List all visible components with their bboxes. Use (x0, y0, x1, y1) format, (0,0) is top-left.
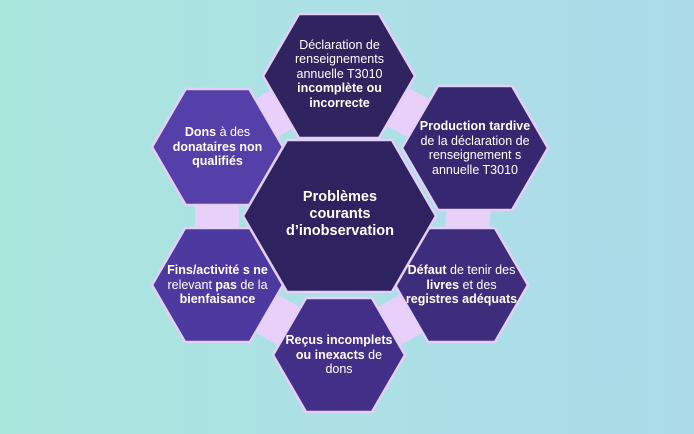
label-segment: Dons (184, 125, 217, 140)
label-segment: Déclaration de renseignements annuelle T… (295, 37, 384, 81)
hexagon-label-production: Production tardive de la déclaration de … (415, 100, 535, 196)
hexagon-label-recus: Reçus incomplets ou inexacts de dons (283, 310, 395, 400)
hexagon-label-fins: Fins/activité s ne relevant pas de la bi… (160, 240, 275, 330)
label-segment: Défaut (407, 263, 447, 278)
label-segment: de tenir des (446, 263, 516, 278)
label-segment: Fins/activité s ne (167, 263, 268, 278)
label-segment: pas (215, 277, 237, 292)
label-segment: bienfaisance (179, 292, 256, 307)
hexagon-recus (271, 296, 407, 414)
label-segment: incomplète ou incorrecte (297, 81, 382, 110)
label-segment: Production tardive (419, 119, 531, 133)
label-segment: donataires non qualifiés (172, 139, 263, 169)
label-segment: livres (426, 277, 460, 292)
label-segment: de la (236, 277, 268, 292)
hexagon-declaration (261, 12, 417, 140)
label-segment: à des (216, 125, 251, 140)
label-segment: et des (459, 277, 497, 292)
label-segment: registres adéquats (405, 292, 518, 307)
label-segment: Reçus incomplets ou inexacts (285, 333, 393, 362)
center-title: Problèmes courants d’inobservation (286, 188, 394, 239)
hexagon-label-defaut: Défaut de tenir des livres et des regist… (405, 240, 518, 330)
hexagon-label-declaration: Déclaration de renseignements annuelle T… (284, 30, 395, 118)
hexagon-production (400, 84, 550, 212)
label-segment: de dons (325, 347, 383, 377)
label-segment: de la déclaration de renseignement s ann… (420, 133, 530, 177)
label-segment: relevant (167, 277, 216, 292)
hexagon-label-dons: Dons à des donataires non qualifiés (160, 101, 275, 193)
hexagon-center (241, 138, 438, 294)
